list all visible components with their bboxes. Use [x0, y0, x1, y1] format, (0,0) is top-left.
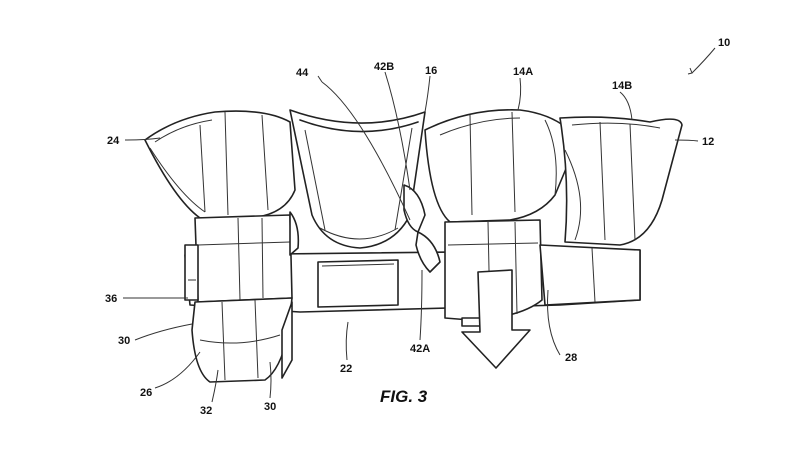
figure-caption: FIG. 3: [380, 387, 428, 406]
right-seat-14a: [424, 109, 579, 369]
leader-10: [691, 47, 716, 74]
leader-12: [674, 139, 699, 142]
leader-42b: [384, 71, 411, 191]
leader-14b: [619, 91, 633, 121]
label-10: 10: [718, 37, 730, 49]
label-26: 26: [140, 387, 152, 399]
leader-22: [345, 321, 349, 361]
leader-10-arrowhead: [687, 67, 693, 75]
leader-30-bottom: [269, 361, 272, 399]
center-storage-box: [317, 259, 399, 308]
label-16: 16: [425, 65, 437, 77]
leader-30-left: [134, 323, 193, 341]
leader-42a: [419, 269, 423, 341]
label-44: 44: [296, 67, 309, 79]
leader-lines: [123, 47, 716, 403]
left-seat: [144, 110, 296, 303]
label-30-bottom: 30: [264, 401, 276, 413]
label-30-left: 30: [118, 335, 130, 347]
label-22: 22: [340, 363, 352, 375]
leader-16: [424, 75, 431, 113]
track-line: [321, 81, 411, 221]
label-42b: 42B: [374, 61, 394, 73]
label-12: 12: [702, 136, 714, 148]
leader-24: [124, 137, 161, 141]
leader-14a: [517, 77, 522, 111]
label-24: 24: [107, 135, 120, 147]
leader-28: [547, 289, 561, 356]
label-14b: 14B: [612, 80, 632, 92]
label-42a: 42A: [410, 343, 430, 355]
reference-labels: 10 12 14A 14B 16 22 24 26 28 30 30 32 36…: [105, 37, 730, 417]
leader-44: [317, 75, 323, 83]
label-28: 28: [565, 352, 577, 364]
left-leg-rest: [191, 297, 293, 383]
leader-26: [154, 351, 201, 389]
pivot-brackets: [289, 184, 441, 273]
center-seat: [289, 109, 426, 249]
label-32: 32: [200, 405, 212, 417]
label-36: 36: [105, 293, 117, 305]
label-14a: 14A: [513, 66, 533, 78]
leader-32: [211, 369, 219, 403]
right-seat-14b: [539, 116, 683, 306]
